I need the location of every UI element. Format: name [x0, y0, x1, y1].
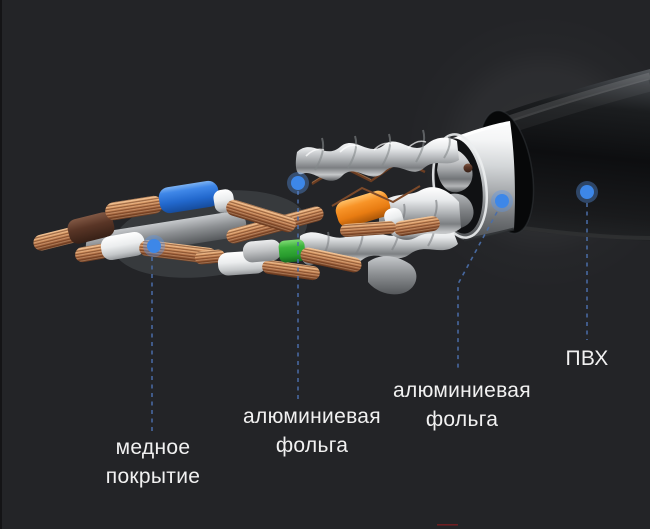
wire-pair-blue [105, 180, 296, 233]
marker-dot-foil-outer [491, 190, 513, 212]
marker-dot-foil-inner [287, 172, 309, 194]
foil-rope-top [295, 129, 459, 181]
left-edge-shade [0, 0, 2, 529]
marker-dots [143, 172, 598, 257]
marker-dot-pvc [576, 181, 598, 203]
label-line: алюминиевая [243, 405, 381, 428]
label-line: медное [115, 436, 191, 459]
label-aluminium-foil-outer: алюминиевая фольга [393, 376, 531, 434]
label-copper-coating: медное покрытие [106, 433, 200, 491]
label-line: алюминиевая [393, 379, 531, 402]
bottom-red-artifact [437, 524, 458, 526]
label-line: ПВХ [565, 347, 609, 370]
wire-pair-orange [226, 190, 440, 244]
leader-foil-outer [457, 211, 498, 368]
marker-dot-copper [143, 235, 165, 257]
label-aluminium-foil-inner: алюминиевая фольга [243, 402, 381, 460]
leader-lines [151, 191, 588, 431]
label-line: фольга [275, 434, 349, 457]
wire-pair-green [195, 239, 362, 281]
label-line: фольга [425, 408, 499, 431]
label-pvc: ПВХ [565, 344, 608, 373]
label-line: покрытие [105, 465, 201, 488]
